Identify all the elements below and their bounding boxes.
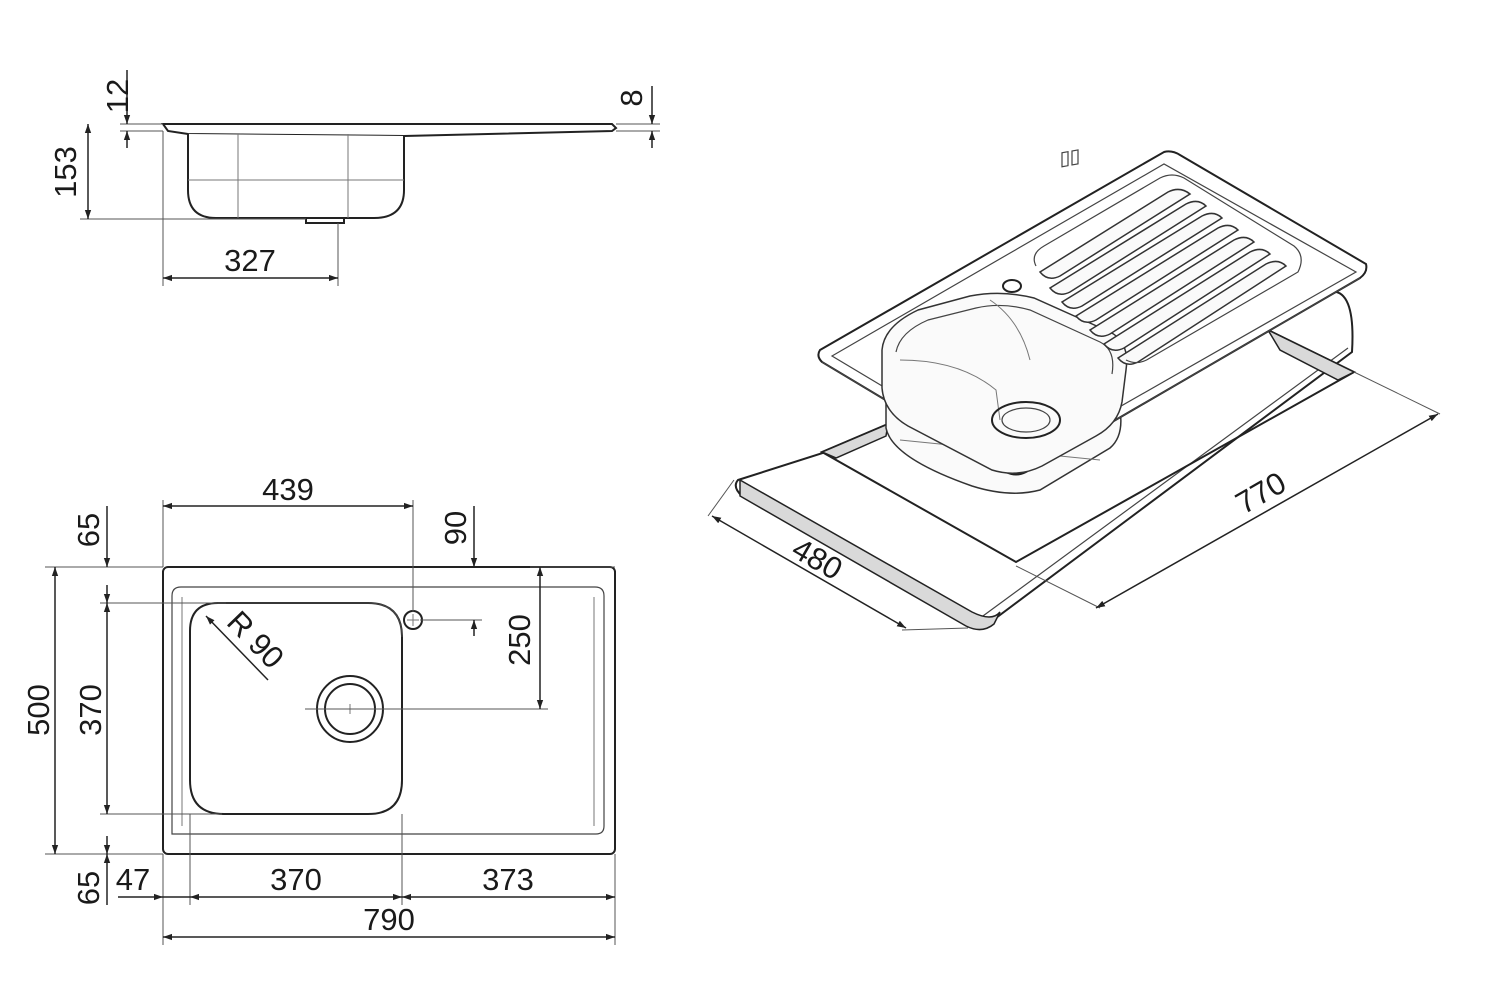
dim-bowl-depth-top: 370	[73, 684, 108, 736]
dim-drain-offset: 327	[224, 243, 276, 278]
iso-view: 480 770	[707, 149, 1441, 631]
dim-bowl-width: 370	[270, 862, 322, 897]
dim-drain-y: 250	[502, 614, 537, 666]
dim-overall-width: 790	[363, 902, 415, 937]
iso-tap-hole	[1002, 279, 1022, 293]
dim-rim-thickness: 12	[100, 79, 135, 113]
top-outer-plate	[162, 566, 616, 855]
dim-top-margin: 65	[71, 513, 106, 547]
dim-cutout-width: 770	[1230, 465, 1292, 521]
dim-drainer-thickness: 8	[614, 89, 649, 106]
dim-overall-depth: 500	[21, 684, 56, 736]
side-rim	[161, 123, 618, 138]
iso-bowl	[881, 292, 1128, 474]
iso-drainer-grooves	[1033, 174, 1302, 365]
side-drain	[305, 217, 345, 224]
top-view: 439 90 250 65 500 370 R 90 65 47 370 373	[21, 472, 616, 945]
dim-bottom-margin: 65	[71, 871, 106, 905]
dim-tap-hole-x: 439	[262, 472, 314, 507]
iso-drain	[991, 401, 1061, 439]
dim-tap-hole-y: 90	[438, 511, 473, 545]
dim-left-margin: 47	[116, 862, 150, 897]
side-view: 12 8 153 327	[48, 70, 660, 286]
dim-bowl-depth-side: 153	[48, 146, 83, 198]
side-bowl	[187, 134, 405, 219]
dim-drainer-width: 373	[482, 862, 534, 897]
